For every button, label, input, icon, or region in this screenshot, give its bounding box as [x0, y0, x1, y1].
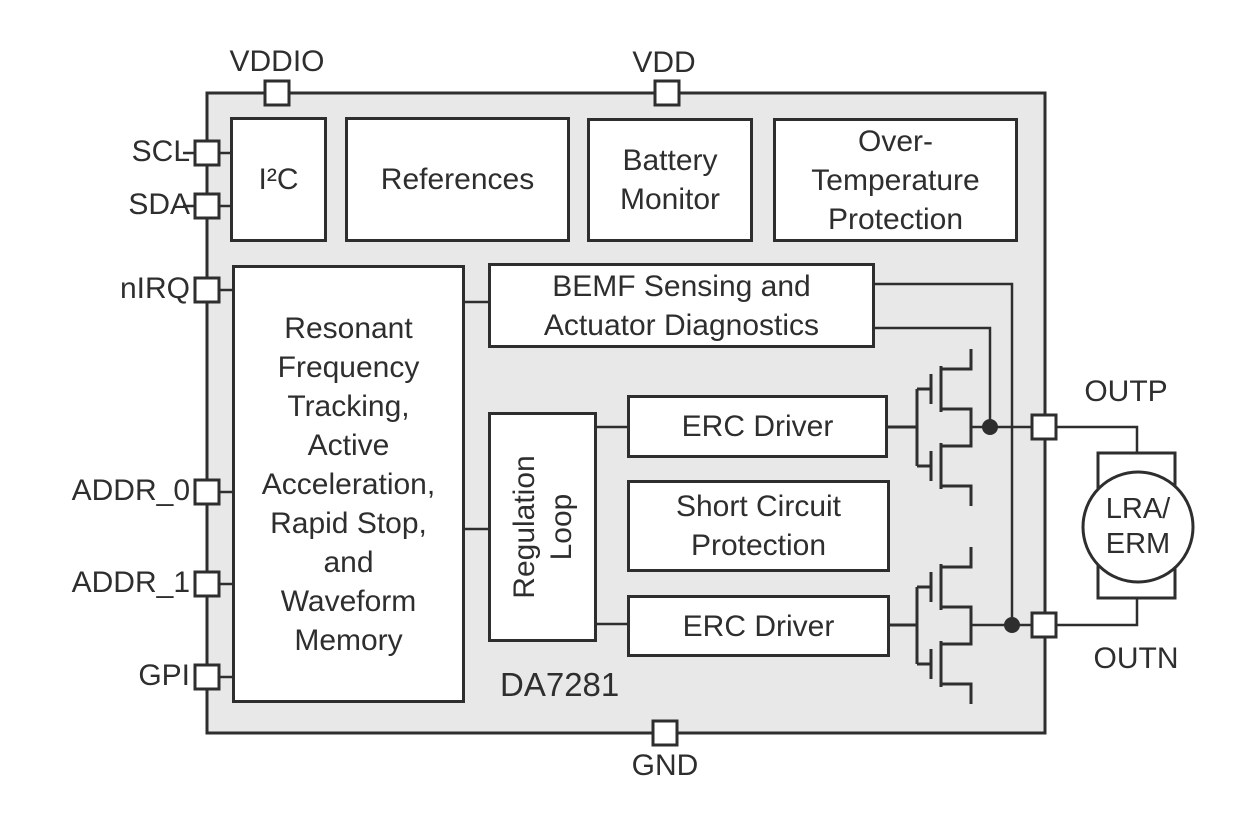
pin-nirq — [193, 276, 221, 304]
block-regulation-loop: Regulation Loop — [488, 412, 597, 642]
pin-label-addr1: ADDR_1 — [71, 566, 190, 599]
pin-label-sda: SDA — [128, 188, 190, 221]
block-erc-driver-top-label: ERC Driver — [681, 410, 834, 443]
block-bemf-sensing: BEMF Sensing and Actuator Diagnostics — [488, 263, 875, 348]
block-line: BEMF Sensing and — [552, 269, 811, 303]
block-over-temperature-protection: Over- Temperature Protection — [773, 118, 1018, 242]
pin-addr1 — [193, 570, 221, 598]
block-line: Protection — [690, 529, 827, 562]
pin-label-addr0: ADDR_0 — [71, 474, 190, 507]
block-line: Active — [307, 428, 390, 462]
block-line: Monitor — [619, 183, 721, 216]
pin-addr0 — [193, 478, 221, 506]
block-line: Frequency — [277, 350, 420, 384]
actuator-label: LRA/ ERM — [1083, 492, 1193, 562]
block-i2c-label: I²C — [258, 163, 299, 196]
pins — [193, 79, 1058, 747]
block-line: Battery — [622, 144, 718, 177]
block-erc-driver-top: ERC Driver — [627, 395, 888, 458]
block-line: Short Circuit — [675, 490, 842, 523]
block-references-label: References — [380, 163, 535, 196]
junction-dot-outn — [1004, 617, 1020, 633]
junction-dot-outp — [982, 419, 998, 435]
block-line: Loop — [544, 493, 578, 561]
pin-label-gnd: GND — [631, 749, 699, 782]
block-line: ERM — [1105, 528, 1171, 560]
block-erc-driver-bottom: ERC Driver — [627, 595, 890, 657]
pin-label-outn: OUTN — [1093, 642, 1179, 675]
mosfet-half-bridge-outn — [890, 547, 973, 704]
mosfet-half-bridge-outp — [888, 349, 973, 506]
block-line: Resonant — [284, 311, 413, 345]
mosfet-low-side-outn — [917, 625, 973, 704]
block-battery-monitor: Battery Monitor — [587, 118, 753, 242]
wire-bemf-to-outn-node — [875, 282, 1014, 625]
pin-scl — [193, 139, 221, 167]
wire-bemf-to-outp-node — [875, 326, 992, 427]
wire-outn-to-load — [971, 598, 1139, 627]
block-line: Regulation — [507, 455, 541, 599]
pin-vddio — [263, 79, 291, 107]
mosfet-high-side-outp — [917, 349, 973, 427]
block-i2c: I²C — [230, 117, 327, 242]
mosfet-high-side-outn — [917, 547, 973, 625]
pin-label-vdd: VDD — [632, 46, 696, 79]
regulation-loop-text: Regulation Loop — [506, 417, 580, 637]
block-line: Rapid Stop, — [270, 506, 427, 540]
pin-label-outp: OUTP — [1084, 375, 1168, 408]
block-erc-driver-bottom-label: ERC Driver — [682, 609, 835, 643]
pin-label-scl: SCL — [131, 135, 190, 168]
lra-erm-symbol — [1081, 451, 1195, 600]
block-line: Protection — [827, 202, 964, 236]
block-line: Memory — [294, 623, 403, 657]
block-resonant-engine: Resonant Frequency Tracking, Active Acce… — [232, 265, 465, 703]
pin-sda — [193, 192, 221, 220]
wire-outp-to-load — [971, 425, 1139, 453]
block-line: Over- — [858, 124, 933, 158]
block-line: Actuator Diagnostics — [543, 308, 820, 342]
mosfet-low-side-outp — [917, 427, 973, 506]
block-references: References — [345, 117, 570, 242]
pin-label-vddio: VDDIO — [229, 45, 325, 78]
chip-name-label: DA7281 — [500, 666, 620, 703]
block-line: and — [323, 545, 374, 579]
block-line: Acceleration, — [261, 467, 436, 501]
pin-gpi — [193, 663, 221, 691]
pin-gnd — [651, 719, 679, 747]
block-line: LRA/ — [1105, 493, 1171, 525]
block-line: Waveform — [280, 584, 417, 618]
wires — [183, 151, 1139, 679]
actuator-circle — [1081, 470, 1195, 584]
block-line: Temperature — [811, 163, 980, 197]
pin-outn — [1030, 611, 1058, 639]
pin-outp — [1030, 413, 1058, 441]
pin-label-gpi: GPI — [138, 659, 190, 692]
pin-vdd — [653, 79, 681, 107]
pin-label-nirq: nIRQ — [119, 272, 190, 305]
block-short-circuit-protection: Short Circuit Protection — [627, 480, 890, 572]
block-line: Tracking, — [287, 389, 410, 423]
